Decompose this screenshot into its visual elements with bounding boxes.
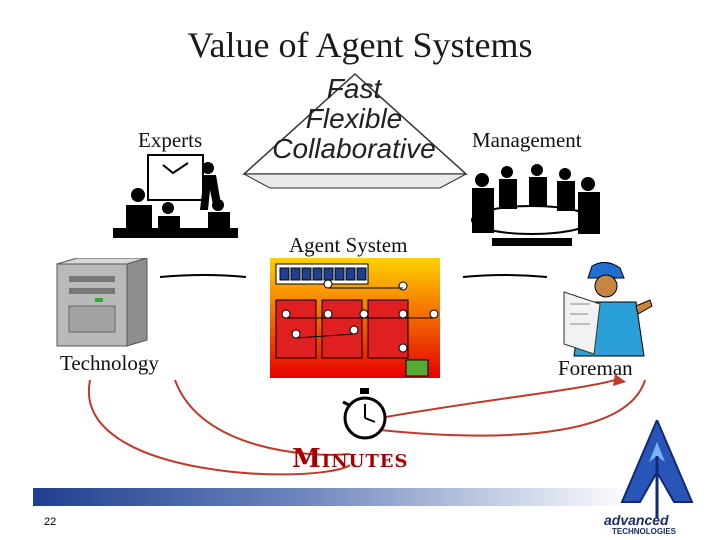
connector-line-left <box>159 274 247 278</box>
callout-diamond <box>242 72 468 189</box>
connector-line-right <box>462 274 548 278</box>
company-logo-icon <box>620 420 694 518</box>
foreman-label: Foreman <box>558 356 633 380</box>
minutes-label: Minutes <box>292 444 409 474</box>
footer-bar <box>33 488 633 506</box>
experts-label: Experts <box>138 128 203 152</box>
experts-meeting-image <box>113 154 238 238</box>
page-number: 22 <box>44 516 57 528</box>
logo-subtitle: TECHNOLOGIES <box>612 527 677 536</box>
agent-system-label: Agent System <box>289 233 408 257</box>
callout-text: Fast Flexible Collaborative <box>244 74 464 164</box>
management-label: Management <box>472 128 582 152</box>
cycle-arrows <box>87 374 646 476</box>
callout-collaborative: Collaborative <box>272 133 436 164</box>
callout-fast: Fast <box>326 73 382 104</box>
foreman-worker-image <box>563 262 653 357</box>
management-meeting-image <box>471 164 600 246</box>
server-computer-image <box>56 258 148 347</box>
stopwatch-icon <box>342 388 387 440</box>
callout-flexible: Flexible <box>305 103 403 134</box>
logo-name: advanced <box>604 512 669 528</box>
agent-system-panel <box>270 258 440 378</box>
slide-title: Value of Agent Systems <box>187 25 533 65</box>
technology-label: Technology <box>60 351 159 375</box>
